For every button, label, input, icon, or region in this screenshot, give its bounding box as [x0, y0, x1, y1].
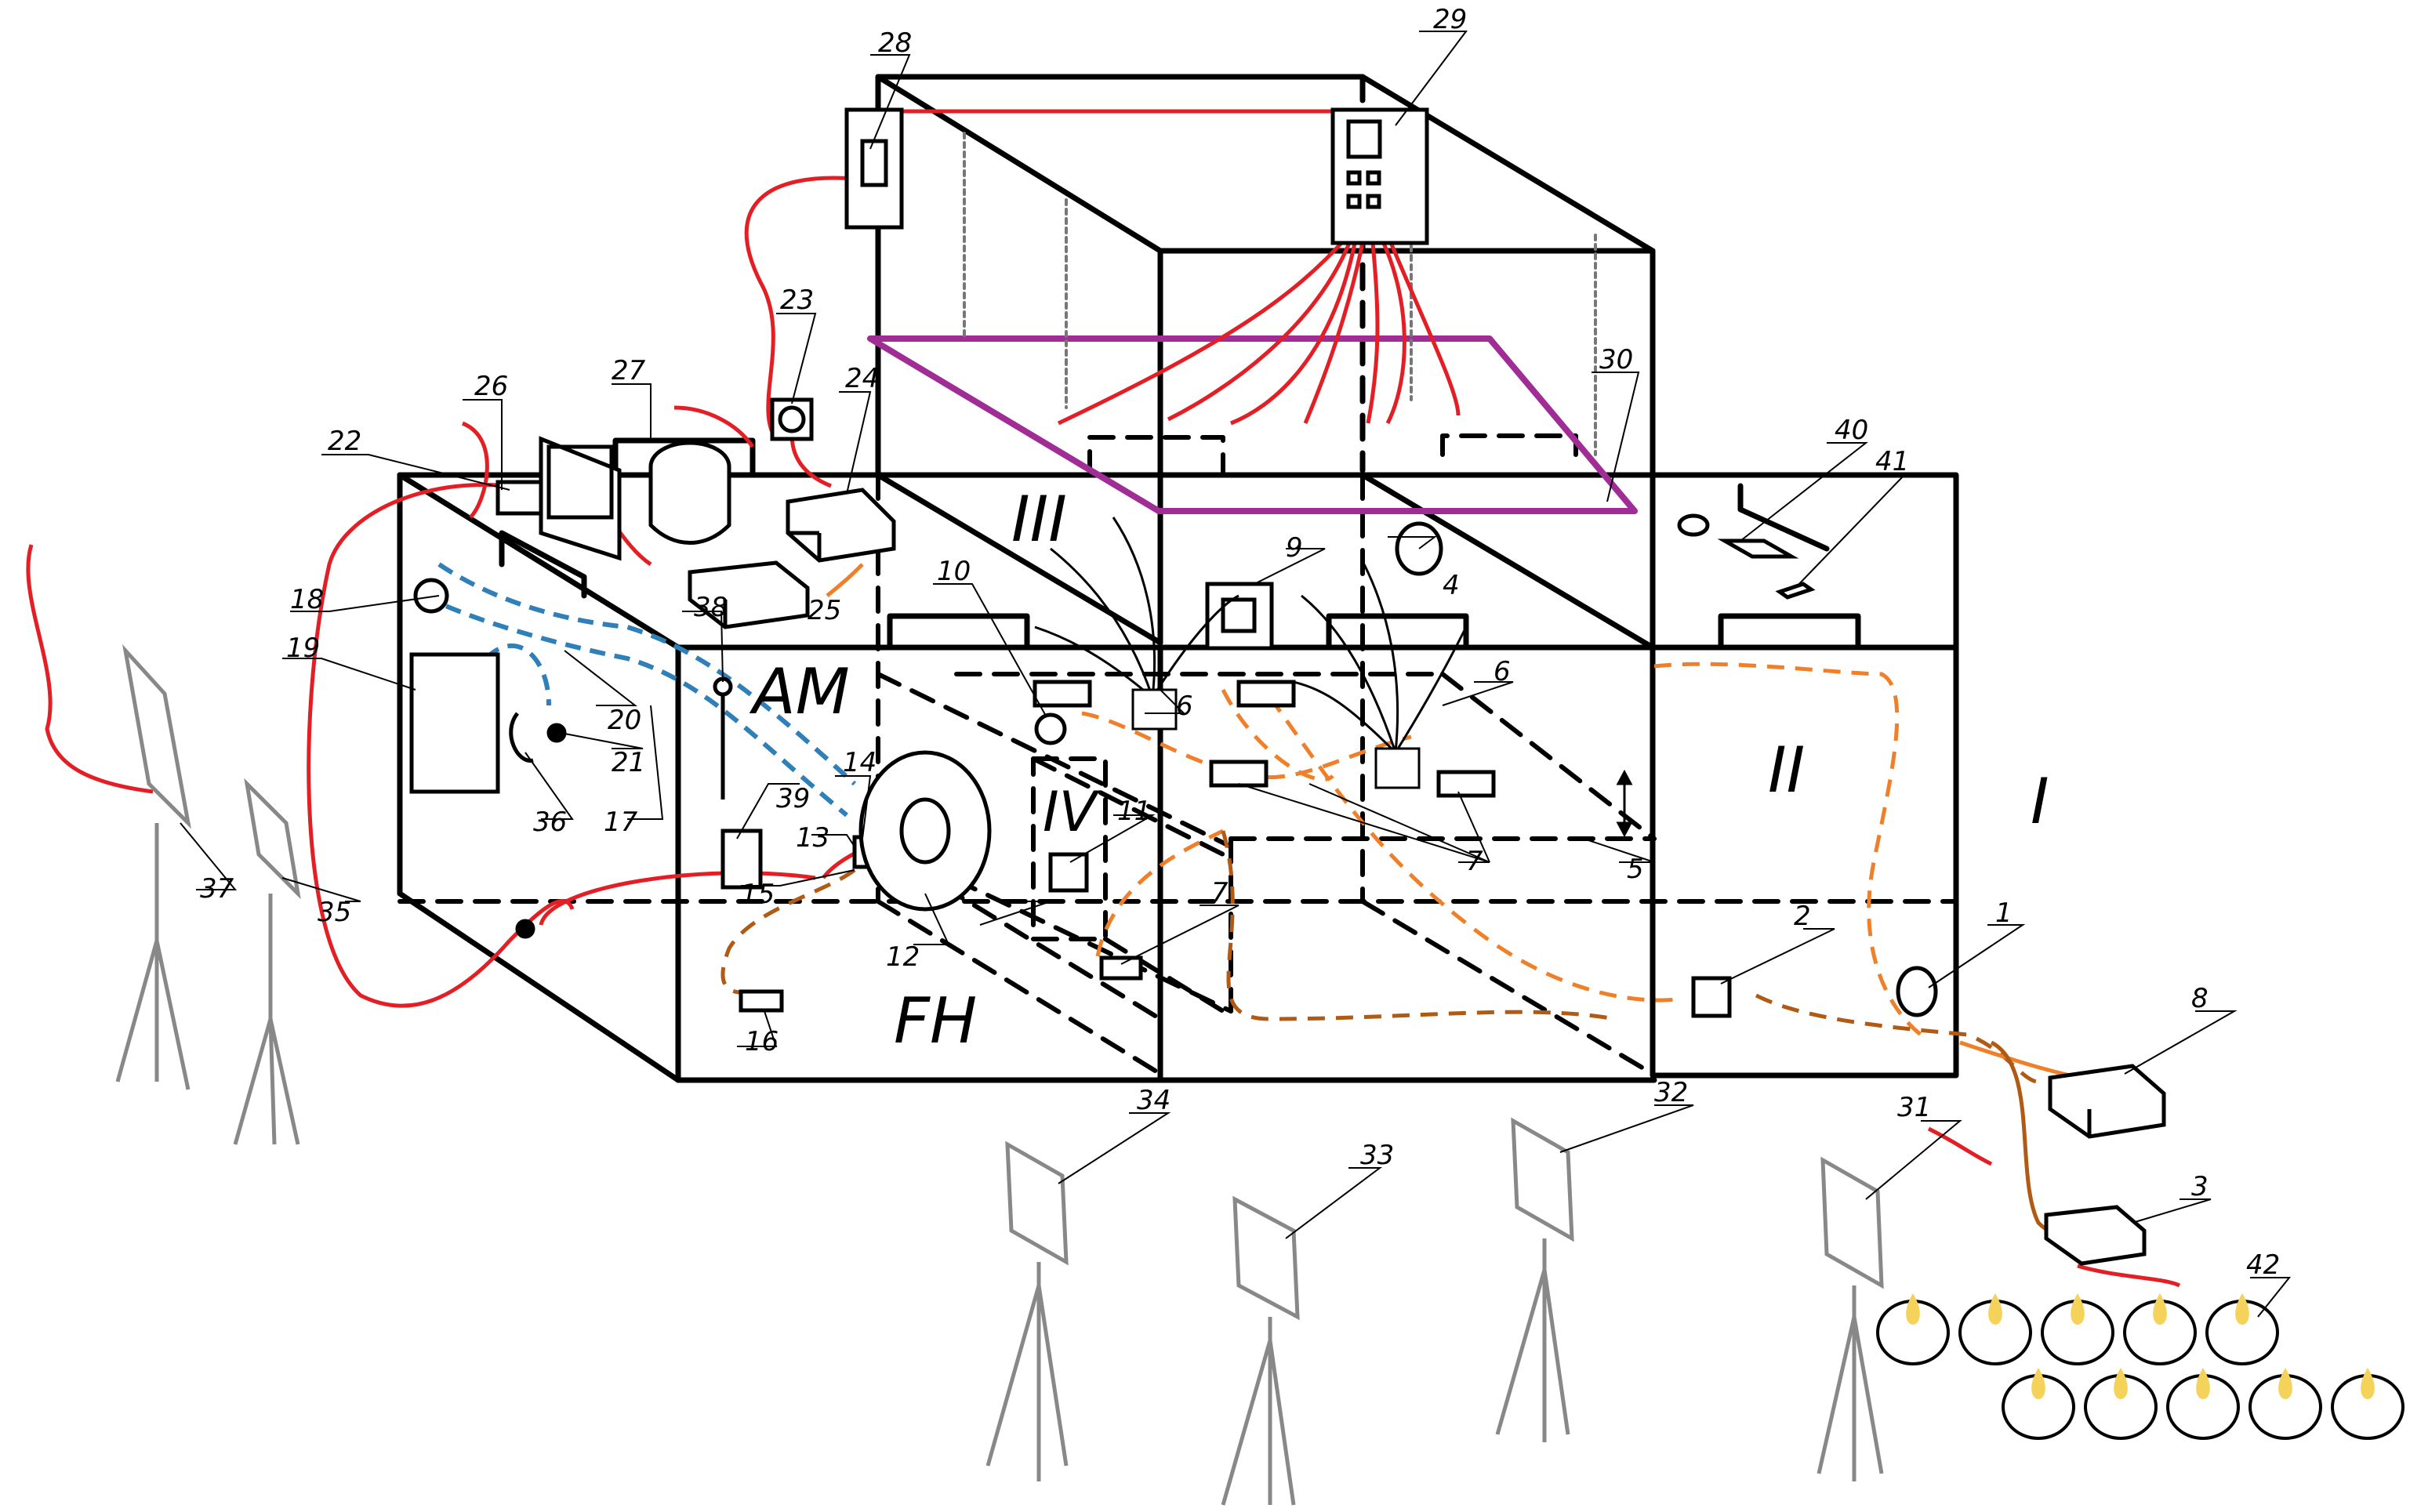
blue-duct	[422, 562, 857, 818]
callout-23: 23	[780, 285, 814, 316]
callout-20: 20	[608, 705, 641, 736]
callout-6a: 6	[1176, 691, 1193, 722]
callout-7b: 7	[1211, 877, 1229, 908]
callout-19: 19	[286, 633, 320, 664]
heater-7d	[1436, 770, 1496, 798]
callout-41: 41	[1875, 446, 1909, 477]
callout-28: 28	[878, 27, 912, 59]
heater-7a	[1033, 680, 1092, 708]
callout-34: 34	[1137, 1085, 1171, 1116]
switch-box-28	[844, 107, 904, 230]
callout-25: 25	[808, 595, 841, 626]
cube-2	[1691, 976, 1732, 1018]
callout-18: 18	[290, 584, 324, 615]
callout-1: 1	[1995, 897, 2013, 929]
callout-35: 35	[318, 897, 351, 928]
devices	[409, 107, 2166, 1266]
callout-22: 22	[328, 426, 361, 457]
callout-numbers: 28 29 30 23 24 27 26 22 40 41 4 9 10 6 6…	[200, 4, 2280, 1281]
light-34	[985, 1140, 1069, 1481]
callout-33: 33	[1360, 1140, 1394, 1171]
light-35	[233, 778, 301, 1145]
callout-21: 21	[612, 747, 645, 778]
section-AM: AM	[749, 655, 850, 728]
callout-11: 11	[1117, 796, 1151, 827]
callout-8: 8	[2191, 983, 2209, 1014]
part-40	[1717, 538, 1799, 559]
tripod-lights	[115, 644, 1884, 1506]
callout-9: 9	[1286, 532, 1303, 564]
chains	[963, 132, 1597, 456]
callout-3: 3	[2191, 1171, 2209, 1202]
callout-32: 32	[1654, 1077, 1688, 1108]
cube-9	[1205, 582, 1274, 651]
callout-16: 16	[745, 1026, 779, 1057]
light-33	[1221, 1195, 1300, 1506]
callout-12: 12	[886, 941, 920, 973]
callout-2: 2	[1794, 901, 1811, 932]
box-3	[2044, 1205, 2147, 1266]
callout-15: 15	[741, 879, 775, 910]
heater-7e	[1099, 955, 1143, 981]
callout-27: 27	[612, 355, 646, 386]
section-IV: IV	[1043, 780, 1100, 844]
callout-37: 37	[200, 873, 234, 905]
callout-40: 40	[1835, 415, 1868, 446]
part-40-a	[1677, 513, 1710, 537]
box-8	[2048, 1064, 2166, 1139]
callout-7a: 7	[1466, 846, 1483, 877]
red-cables	[26, 109, 2181, 1288]
plants	[1034, 517, 1468, 789]
heater-7b	[1236, 680, 1296, 708]
part-41	[1775, 582, 1816, 600]
callout-13: 13	[796, 822, 829, 854]
fan-12	[858, 750, 992, 912]
callout-10: 10	[937, 556, 971, 587]
callout-26: 26	[474, 371, 508, 402]
upper-chamber	[875, 74, 1656, 646]
box-16	[739, 989, 784, 1013]
callout-14: 14	[843, 747, 877, 778]
sensor-10	[1034, 712, 1067, 745]
section-II: II	[1768, 734, 1805, 807]
light-37	[115, 644, 191, 1090]
leader-lines	[180, 31, 2292, 1318]
section-I: I	[2031, 765, 2049, 838]
callout-29: 29	[1433, 4, 1467, 35]
callout-5: 5	[1627, 854, 1644, 885]
callout-4: 4	[1443, 570, 1460, 601]
shelf-arrow	[1616, 769, 1633, 838]
candles	[1876, 1293, 2405, 1440]
callout-31: 31	[1897, 1092, 1931, 1123]
section-FH: FH	[894, 984, 977, 1057]
box-22	[495, 480, 543, 516]
callout-36: 36	[533, 807, 567, 838]
callout-24: 24	[845, 363, 879, 394]
section-labels: III II I IV AM FH	[749, 483, 2049, 1057]
callout-17: 17	[604, 807, 638, 838]
panel-19	[409, 652, 500, 794]
callout-38: 38	[694, 592, 728, 623]
cube-11	[1048, 852, 1089, 893]
part-18	[413, 578, 449, 614]
callout-30: 30	[1599, 344, 1633, 375]
monitor-26	[539, 436, 622, 561]
light-31	[1817, 1156, 1884, 1481]
section-III: III	[1011, 483, 1067, 556]
light-32	[1495, 1117, 1574, 1442]
callout-42: 42	[2246, 1249, 2280, 1281]
ring-1	[1896, 966, 1938, 1017]
heater-7c	[1209, 760, 1269, 788]
callout-39: 39	[776, 783, 810, 814]
callout-6b: 6	[1494, 656, 1511, 687]
